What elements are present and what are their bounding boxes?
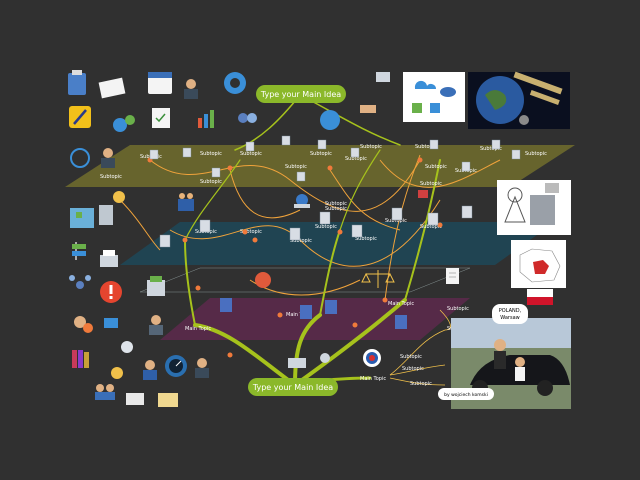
satellite-dish-photo	[497, 180, 571, 235]
fax-icon	[147, 276, 165, 296]
boss-icon	[149, 315, 163, 335]
author-callout: by wojciech komski	[438, 388, 494, 400]
gear-icon	[224, 72, 246, 94]
refresh-user-icon	[70, 148, 90, 168]
left-column-icons	[68, 70, 390, 407]
books-icon	[72, 350, 89, 368]
manager-icon	[184, 79, 198, 99]
subtopic-a3[interactable]: Subtopic	[240, 151, 262, 157]
poland-map-photo	[511, 240, 566, 288]
layer-gridline-mid	[139, 267, 471, 293]
subtopic-a16[interactable]: Subtopic	[420, 181, 442, 187]
layer-middle	[120, 222, 555, 265]
meeting-icon	[294, 194, 310, 208]
map-icon	[70, 208, 94, 228]
subtopic-b8[interactable]: Subtopic	[325, 206, 347, 212]
main-idea-bottom[interactable]: Type your Main Idea	[248, 378, 338, 396]
storm-icon	[121, 341, 133, 353]
users-icon	[238, 113, 257, 123]
people-icon	[95, 384, 115, 400]
subtopic-a9[interactable]: Subtopic	[425, 164, 447, 170]
subtopic-a6[interactable]: Subtopic	[345, 156, 367, 162]
subtopic-b7[interactable]: Subtopic	[420, 224, 442, 230]
subtopic-a13[interactable]: Subtopic	[100, 174, 122, 180]
user-cog-icon	[74, 316, 93, 333]
subtopic-b4[interactable]: Subtopic	[315, 224, 337, 230]
manager-desk-icon	[143, 360, 157, 380]
subtopic-a10[interactable]: Subtopic	[480, 146, 502, 152]
location-line1: POLAND,	[499, 308, 522, 314]
money-icon	[320, 110, 340, 130]
poland-flag-icon	[527, 289, 553, 305]
calendar-icon	[148, 72, 172, 94]
subtopic-a11[interactable]: Subtopic	[525, 151, 547, 157]
people-group-icon	[178, 193, 194, 211]
clipboard-icon	[68, 70, 86, 95]
scanner-icon	[126, 393, 144, 405]
document-icon	[446, 268, 459, 284]
subtopic-c5[interactable]: Subtopic	[410, 381, 432, 387]
desktop-icon	[104, 318, 118, 328]
subtopic-a8[interactable]: Subtopic	[415, 144, 437, 150]
alert-user-icon	[111, 367, 123, 379]
location-callout: POLAND, Warsaw	[492, 304, 528, 324]
main-idea-top-label: Type your Main Idea	[260, 90, 341, 99]
layer-top	[65, 145, 575, 187]
printer-icon	[100, 250, 118, 267]
subtopic-b6[interactable]: Subtopic	[385, 218, 407, 224]
flower-icon	[255, 272, 271, 288]
subtopic-b2[interactable]: Subtopic	[240, 229, 262, 235]
node-dots	[147, 157, 443, 358]
subtopic-a4[interactable]: Subtopic	[285, 164, 307, 170]
main-idea-bottom-label: Type your Main Idea	[252, 383, 333, 392]
earth-photo	[468, 72, 570, 129]
laptop-icon	[376, 72, 390, 82]
subtopic-c1[interactable]: Subtopic	[447, 306, 469, 312]
subtopic-b3[interactable]: Subtopic	[290, 238, 312, 244]
notes-icon	[98, 77, 126, 99]
subtopic-a15[interactable]: Subtopic	[325, 201, 347, 207]
layer-node-icons	[149, 135, 521, 377]
cogs-icon	[113, 115, 135, 132]
main-topic-4[interactable]: Main Topic	[360, 376, 386, 382]
target-icon	[363, 349, 381, 367]
drone-icon	[288, 353, 330, 368]
subtopic-a14[interactable]: Subtopic	[200, 179, 222, 185]
author-label: by wojciech komski	[444, 392, 488, 398]
warning-icon	[100, 281, 122, 303]
clock-icon	[113, 191, 125, 203]
worker-icon	[195, 358, 209, 378]
subtopic-b5[interactable]: Subtopic	[355, 236, 377, 242]
space-station-photo	[513, 71, 563, 105]
subtopic-a2[interactable]: Subtopic	[200, 151, 222, 157]
businessman-icon	[101, 148, 115, 168]
cloud-network-photo	[403, 72, 465, 122]
signpost-icon	[72, 242, 86, 260]
subtopic-a7[interactable]: Subtopic	[360, 144, 382, 150]
location-line2: Warsaw	[500, 315, 520, 321]
checklist-icon	[152, 108, 170, 128]
network-icon	[69, 275, 91, 289]
scales-icon	[361, 270, 395, 288]
subtopic-branches	[389, 309, 451, 386]
speedometer-icon	[165, 355, 187, 377]
cart-icon	[418, 190, 428, 198]
main-topic-2[interactable]: Main Topic	[286, 312, 312, 318]
id-card-icon	[158, 393, 178, 407]
subtopic-c4[interactable]: Subtopic	[402, 366, 424, 372]
main-topic-1[interactable]: Main Topic	[185, 326, 211, 332]
main-topic-3[interactable]: Main Topic	[388, 301, 414, 307]
pencil-icon	[69, 106, 91, 128]
tablet-icon	[99, 205, 113, 225]
subtopic-c3[interactable]: Subtopic	[400, 354, 422, 360]
subtopic-a5[interactable]: Subtopic	[310, 151, 332, 157]
main-idea-top[interactable]: Type your Main Idea	[256, 85, 346, 103]
handshake-icon	[360, 105, 376, 113]
chart-icon	[198, 110, 214, 128]
